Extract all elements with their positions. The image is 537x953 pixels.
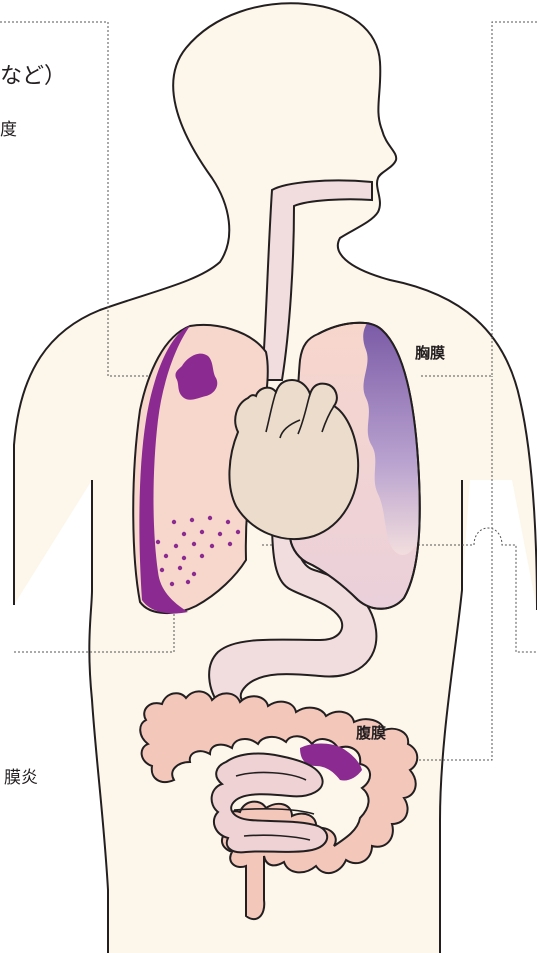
top-left-subtext: 度 <box>0 122 17 139</box>
top-left-heading: など） <box>0 66 66 88</box>
pleura-label: 胸膜 <box>415 346 445 361</box>
bottom-left-fragment: 膜炎 <box>4 770 38 787</box>
peritoneum-label: 腹膜 <box>356 726 386 741</box>
